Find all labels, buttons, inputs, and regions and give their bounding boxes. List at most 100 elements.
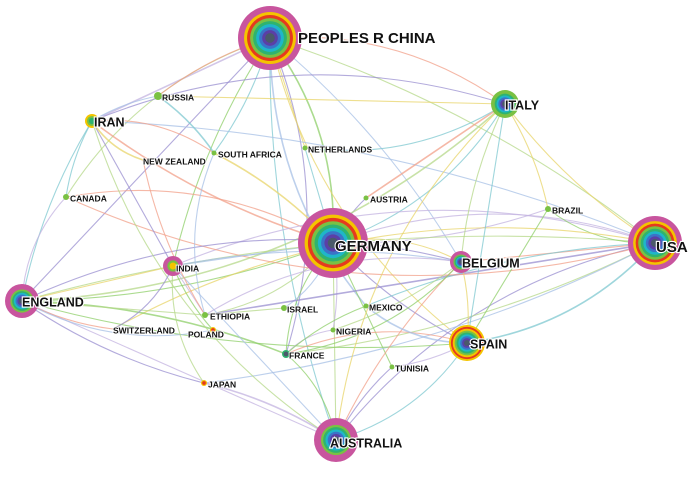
label-ethiopia: ETHIOPIA	[210, 311, 250, 321]
label-brazil: BRAZIL	[552, 205, 583, 215]
node-austria[interactable]	[363, 195, 369, 201]
edge-usa-japan	[203, 242, 656, 384]
label-switzerland: SWITZERLAND	[113, 325, 175, 335]
edge-china-belgium	[269, 37, 462, 263]
node-ring-germany-9	[327, 237, 339, 249]
node-ring-netherlands-0	[302, 145, 308, 151]
edge-newzealand-ethiopia	[142, 159, 206, 316]
node-germany[interactable]	[298, 208, 368, 278]
node-india[interactable]	[163, 256, 183, 276]
label-italy: ITALY	[505, 98, 540, 112]
edge-usa-spain	[466, 242, 656, 344]
edge-germany-usa	[332, 213, 656, 244]
node-ring-japan-1	[202, 381, 206, 385]
node-ring-china-9	[265, 33, 275, 43]
label-russia: RUSSIA	[162, 92, 194, 102]
node-layer	[5, 6, 682, 462]
label-canada: CANADA	[70, 193, 107, 203]
node-italy[interactable]	[491, 90, 519, 118]
node-russia[interactable]	[154, 92, 162, 100]
edge-russia-italy	[157, 95, 506, 105]
label-spain: SPAIN	[470, 337, 507, 351]
label-usa: USA	[656, 239, 688, 256]
node-ring-india-3	[169, 262, 177, 270]
label-india: INDIA	[176, 263, 199, 273]
edge-italy-brazil	[504, 103, 549, 210]
edge-ethiopia-israel	[204, 307, 285, 316]
edge-italy-iran	[91, 74, 506, 122]
edge-china-australia	[269, 37, 337, 441]
label-poland: POLAND	[188, 329, 224, 339]
node-ring-ethiopia-0	[202, 312, 208, 318]
node-nigeria[interactable]	[330, 327, 336, 333]
edge-iran-canada	[65, 120, 93, 198]
edge-italy-belgium	[460, 103, 506, 263]
node-spain[interactable]	[449, 325, 485, 361]
edge-france-mexico	[285, 305, 367, 355]
edge-england-italy	[21, 103, 506, 302]
edge-usa-canada	[65, 196, 656, 277]
node-iran[interactable]	[85, 114, 99, 128]
edge-england-japan	[21, 300, 205, 384]
node-ring-russia-0	[154, 92, 162, 100]
node-ring-brazil-0	[545, 206, 551, 212]
node-ring-usa-9	[650, 238, 660, 248]
edge-india-switzerland	[112, 265, 174, 330]
node-france[interactable]	[282, 350, 290, 358]
label-france: FRANCE	[289, 350, 325, 360]
edge-england-belgium	[21, 239, 462, 302]
node-israel[interactable]	[281, 305, 287, 311]
node-netherlands[interactable]	[302, 145, 308, 151]
edge-germany-england	[21, 242, 334, 302]
node-poland[interactable]	[210, 327, 216, 333]
node-ring-israel-0	[281, 305, 287, 311]
edge-england-france	[21, 300, 287, 355]
label-japan: JAPAN	[208, 379, 236, 389]
edge-england-iran	[21, 120, 93, 302]
edge-china-england	[21, 37, 271, 302]
edge-belgium-france	[285, 261, 462, 355]
node-brazil[interactable]	[545, 206, 551, 212]
node-japan[interactable]	[201, 380, 207, 386]
node-ring-italy-6	[502, 101, 508, 107]
node-canada[interactable]	[63, 194, 69, 200]
edge-australia-india	[172, 265, 337, 441]
node-ring-southafrica-0	[211, 150, 217, 156]
edge-australia-italy	[335, 103, 506, 441]
node-ring-spain-8	[464, 340, 470, 346]
label-netherlands: NETHERLANDS	[308, 144, 373, 154]
label-tunisia: TUNISIA	[395, 363, 429, 373]
edge-china-spain	[269, 37, 468, 344]
edge-belgium-nigeria	[332, 261, 462, 331]
node-china[interactable]	[238, 6, 302, 70]
node-australia[interactable]	[314, 418, 358, 462]
edge-england-ethiopia	[21, 300, 206, 316]
edge-usa-ethiopia	[204, 242, 656, 316]
node-ethiopia[interactable]	[202, 312, 208, 318]
edge-australia-spain	[335, 342, 468, 441]
node-england[interactable]	[5, 284, 39, 318]
node-belgium[interactable]	[450, 251, 472, 273]
edge-usa-iran	[91, 120, 656, 244]
edge-england-india	[21, 265, 174, 302]
edge-usa-switzerland	[112, 227, 656, 330]
node-ring-tunisia-0	[389, 364, 395, 370]
node-mexico[interactable]	[363, 303, 369, 309]
edge-usa-mexico	[365, 242, 656, 307]
edge-china-france	[269, 37, 308, 355]
node-ring-mexico-0	[363, 303, 369, 309]
node-tunisia[interactable]	[389, 364, 395, 370]
edge-southafrica-ethiopia	[194, 152, 215, 316]
node-southafrica[interactable]	[211, 150, 217, 156]
node-ring-poland-1	[211, 328, 215, 332]
edge-spain-italy	[466, 103, 506, 344]
node-usa[interactable]	[628, 216, 682, 270]
edge-england-poland	[21, 300, 214, 337]
label-iran: IRAN	[94, 115, 125, 129]
label-southafrica: SOUTH AFRICA	[218, 149, 282, 159]
edge-italy-austria	[365, 103, 506, 199]
label-nigeria: NIGERIA	[336, 326, 371, 336]
